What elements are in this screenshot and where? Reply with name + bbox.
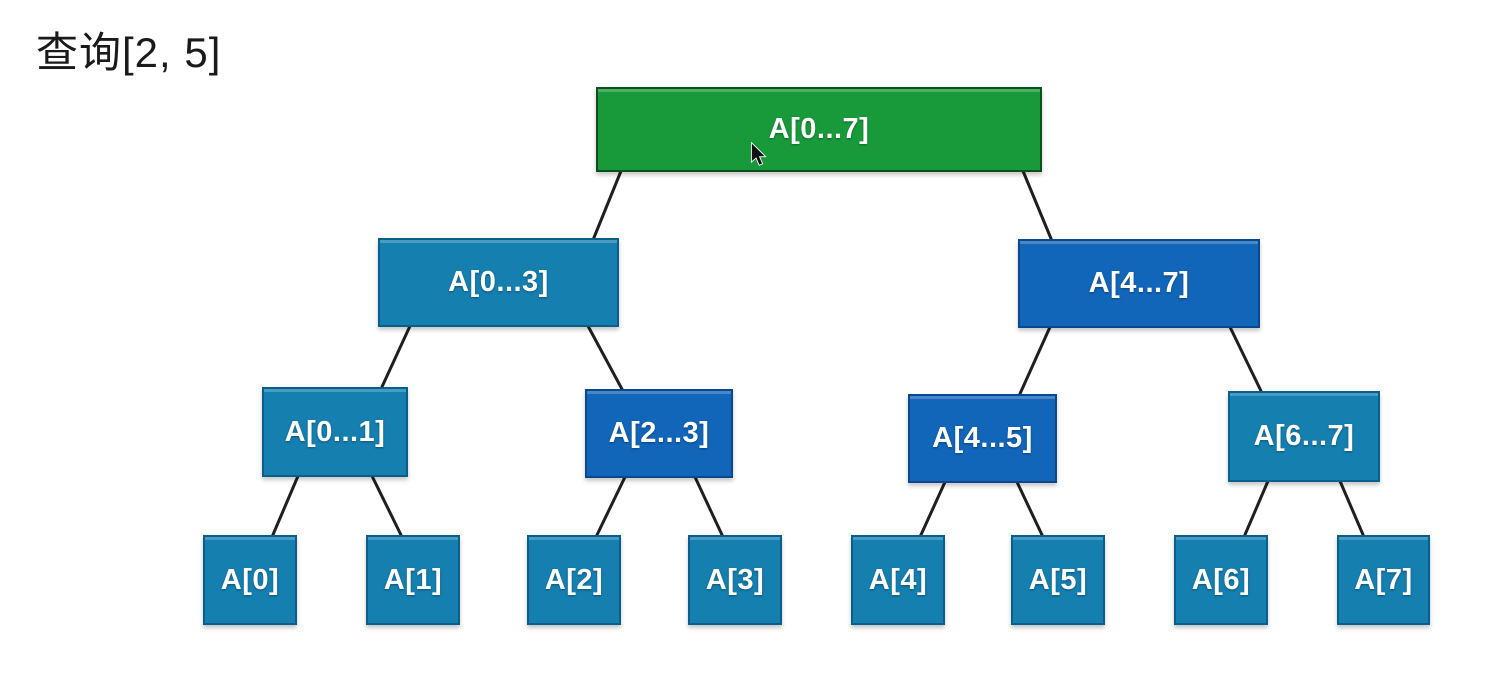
tree-node-a6: A[6] — [1174, 535, 1268, 625]
tree-edge-a2-3-a3 — [693, 475, 725, 539]
tree-node-a0-3: A[0...3] — [378, 238, 619, 327]
tree-node-a7: A[7] — [1337, 535, 1430, 625]
tree-node-a5: A[5] — [1011, 535, 1105, 625]
tree-edge-a4-7-a4-5 — [1017, 325, 1052, 398]
tree-edge-a0-3-a0-1 — [379, 324, 412, 391]
tree-edge-a0-1-a1 — [370, 474, 404, 539]
tree-node-label: A[3] — [705, 563, 765, 596]
tree-node-a2: A[2] — [527, 535, 621, 625]
tree-node-a6-7: A[6...7] — [1228, 391, 1380, 482]
tree-node-a2-3: A[2...3] — [585, 389, 733, 478]
tree-node-a1: A[1] — [366, 535, 460, 625]
tree-node-a0: A[0] — [203, 535, 297, 625]
tree-node-a0-7: A[0...7] — [596, 87, 1042, 172]
tree-node-a4-5: A[4...5] — [908, 394, 1057, 483]
tree-edge-a4-5-a5 — [1015, 480, 1045, 539]
tree-edge-a0-7-a4-7 — [1021, 169, 1054, 243]
tree-node-label: A[0...7] — [768, 113, 870, 145]
tree-node-label: A[2...3] — [608, 417, 710, 449]
tree-node-label: A[4...5] — [932, 422, 1033, 454]
tree-node-label: A[5] — [1028, 563, 1088, 596]
tree-edge-a0-3-a2-3 — [586, 324, 625, 393]
tree-node-label: A[2] — [544, 563, 604, 596]
tree-node-label: A[6] — [1191, 563, 1251, 596]
tree-node-label: A[1] — [383, 563, 443, 596]
tree-node-label: A[0] — [220, 563, 280, 596]
tree-node-label: A[6...7] — [1253, 420, 1355, 452]
tree-node-label: A[4] — [868, 563, 928, 596]
tree-edge-a6-7-a7 — [1338, 479, 1366, 539]
tree-node-label: A[7] — [1354, 563, 1413, 596]
query-range-label: 查询[2, 5] — [36, 29, 222, 76]
tree-node-label: A[0...1] — [284, 415, 386, 448]
tree-node-a3: A[3] — [688, 535, 782, 625]
tree-node-a4-7: A[4...7] — [1018, 239, 1260, 328]
tree-node-a0-1: A[0...1] — [262, 387, 408, 477]
tree-edge-a2-3-a2 — [594, 475, 627, 539]
tree-edge-a0-1-a0 — [270, 474, 300, 539]
tree-node-label: A[4...7] — [1088, 267, 1190, 299]
tree-node-label: A[0...3] — [448, 266, 549, 298]
tree-edge-a4-5-a4 — [918, 480, 947, 539]
tree-edge-a4-7-a6-7 — [1228, 325, 1264, 395]
tree-node-a4: A[4] — [851, 535, 945, 625]
tree-edge-a0-7-a0-3 — [591, 169, 623, 242]
tree-edge-a6-7-a6 — [1242, 479, 1270, 539]
